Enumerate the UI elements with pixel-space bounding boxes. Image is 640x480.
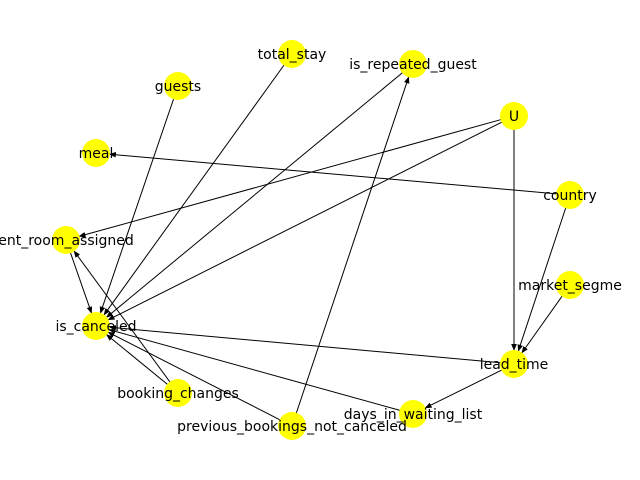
node-label-is_canceled: is_canceled xyxy=(55,319,136,335)
edge-is_repeated_guest-to-is_canceled xyxy=(105,71,405,319)
node-label-days_in_waiting_list: days_in_waiting_list xyxy=(344,407,483,423)
edge-lead_time-to-days_in_waiting_list xyxy=(424,368,504,409)
edge-previous_bookings_not_canceled-to-is_repeated_guest xyxy=(295,76,410,415)
node-label-U: U xyxy=(509,109,519,125)
node-previous_bookings_not_canceled xyxy=(278,412,306,440)
edge-booking_changes-to-is_canceled xyxy=(105,333,170,386)
edge-booking_changes-to-different_room_assigned xyxy=(73,250,172,384)
node-label-market_segment: market_segme xyxy=(518,278,622,294)
edge-U-to-is_canceled xyxy=(107,120,504,321)
node-is_repeated_guest xyxy=(399,50,427,78)
node-label-different_room_assigned: ent_room_assigned xyxy=(0,233,134,249)
node-is_canceled xyxy=(82,312,110,340)
node-lead_time xyxy=(500,350,528,378)
edge-previous_bookings_not_canceled-to-is_canceled xyxy=(107,331,282,421)
node-U xyxy=(500,102,528,130)
node-label-guests: guests xyxy=(155,79,201,95)
node-guests xyxy=(164,72,192,100)
node-label-is_repeated_guest: is_repeated_guest xyxy=(349,57,477,73)
node-meal xyxy=(82,139,110,167)
edge-guests-to-is_canceled xyxy=(99,97,175,314)
node-label-lead_time: lead_time xyxy=(480,357,549,373)
node-different_room_assigned xyxy=(52,226,80,254)
node-total_stay xyxy=(278,40,306,68)
node-booking_changes xyxy=(164,379,192,407)
edge-country-to-lead_time xyxy=(517,206,567,352)
node-label-previous_bookings_not_canceled: previous_bookings_not_canceled xyxy=(177,419,407,435)
edge-market_segment-to-lead_time xyxy=(521,294,564,354)
edge-country-to-meal xyxy=(108,151,559,195)
node-days_in_waiting_list xyxy=(399,400,427,428)
node-label-total_stay: total_stay xyxy=(258,47,327,63)
edge-lead_time-to-is_canceled xyxy=(108,325,503,364)
node-label-meal: meal xyxy=(79,146,114,162)
node-label-booking_changes: booking_changes xyxy=(117,386,239,402)
node-country xyxy=(556,181,584,209)
node-market_segment xyxy=(556,271,584,299)
edge-different_room_assigned-to-is_canceled xyxy=(69,251,93,314)
edges-layer xyxy=(69,63,567,421)
node-label-country: country xyxy=(543,188,597,204)
nodes-layer xyxy=(52,40,584,440)
edge-U-to-different_room_assigned xyxy=(78,118,503,238)
edge-days_in_waiting_list-to-is_canceled xyxy=(108,328,402,412)
edge-total_stay-to-is_canceled xyxy=(103,63,286,316)
